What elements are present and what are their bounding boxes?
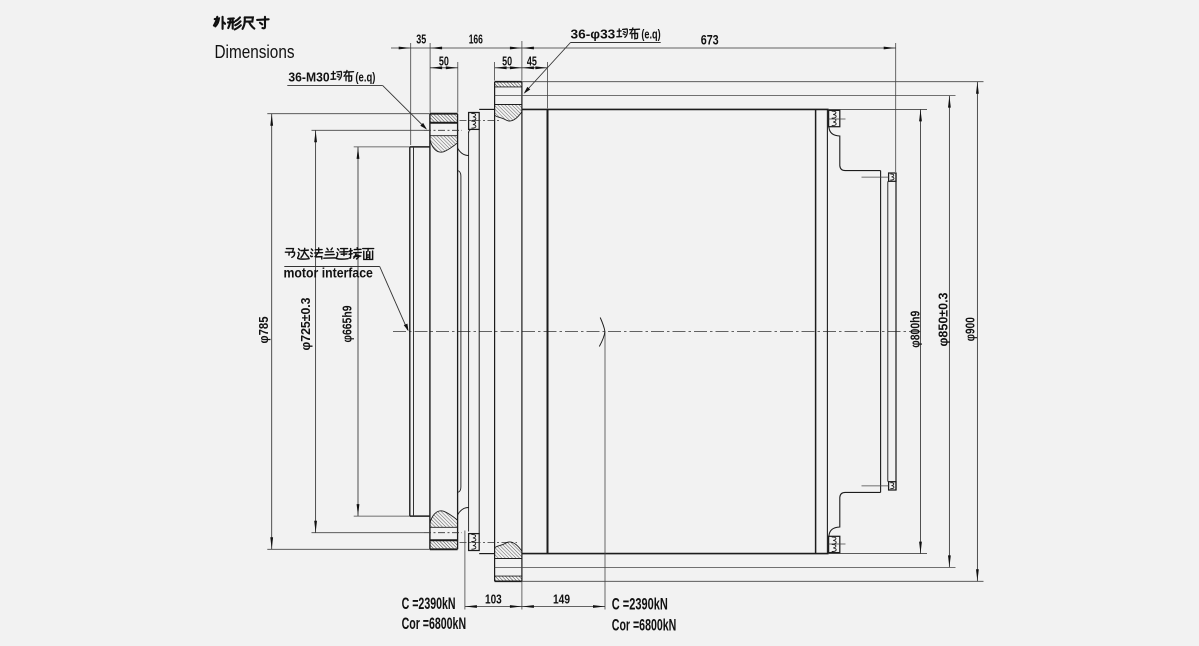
svg-text:φ850±0.3: φ850±0.3 — [935, 293, 950, 347]
svg-text:φ785: φ785 — [256, 317, 271, 344]
svg-text:(e.q): (e.q) — [355, 69, 375, 84]
svg-text:Cor =6800kN: Cor =6800kN — [402, 615, 467, 633]
svg-text:Dimensions: Dimensions — [215, 42, 295, 62]
svg-text:(e.q): (e.q) — [641, 27, 660, 42]
svg-text:C =2390kN: C =2390kN — [402, 595, 456, 613]
svg-text:45: 45 — [527, 54, 537, 69]
svg-text:φ800h9: φ800h9 — [908, 311, 923, 348]
svg-text:149: 149 — [553, 592, 570, 607]
svg-text:166: 166 — [469, 32, 483, 47]
svg-text:motor interface: motor interface — [284, 266, 374, 281]
svg-text:φ900: φ900 — [962, 317, 977, 341]
svg-text:35: 35 — [416, 32, 426, 47]
svg-text:φ725±0.3: φ725±0.3 — [298, 298, 313, 351]
svg-text:36-φ33: 36-φ33 — [571, 27, 616, 42]
svg-text:673: 673 — [701, 33, 719, 48]
svg-text:Cor =6800kN: Cor =6800kN — [612, 617, 677, 635]
svg-text:50: 50 — [439, 54, 449, 69]
svg-text:36-M30: 36-M30 — [288, 69, 329, 84]
svg-text:50: 50 — [502, 54, 512, 69]
svg-text:φ665h9: φ665h9 — [339, 306, 354, 343]
svg-text:C =2390kN: C =2390kN — [612, 596, 668, 614]
svg-text:103: 103 — [485, 592, 502, 607]
